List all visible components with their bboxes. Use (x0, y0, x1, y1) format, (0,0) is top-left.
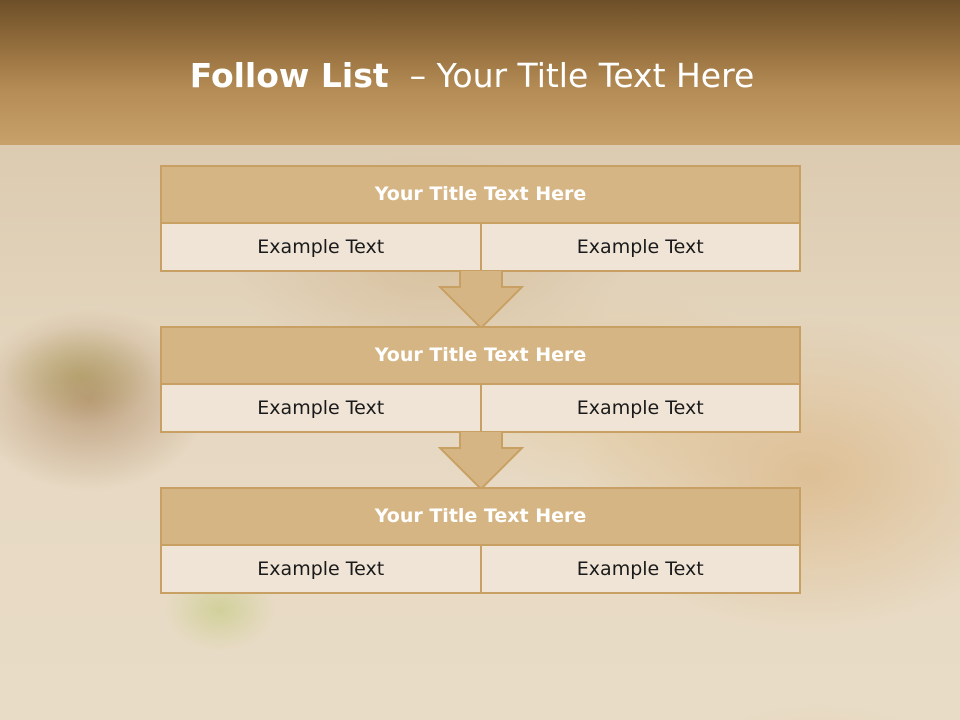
step-cell-left: Example Text (162, 224, 480, 270)
slide-title: Follow List – Your Title Text Here (0, 56, 944, 96)
step-cell-right: Example Text (479, 546, 799, 592)
slide-title-bold: Follow List (189, 56, 389, 95)
step-title: Your Title Text Here (162, 328, 799, 385)
step-title: Your Title Text Here (162, 489, 799, 546)
step-row: Example Text Example Text (162, 224, 799, 270)
step-row: Example Text Example Text (162, 385, 799, 431)
header-band: Follow List – Your Title Text Here (0, 0, 960, 145)
down-arrow-icon (438, 431, 524, 491)
flow-step-2: Your Title Text Here Example Text Exampl… (160, 326, 801, 433)
step-cell-left: Example Text (162, 385, 480, 431)
flow-step-3: Your Title Text Here Example Text Exampl… (160, 487, 801, 594)
slide-title-rest: – Your Title Text Here (409, 56, 755, 95)
step-cell-left: Example Text (162, 546, 480, 592)
step-title: Your Title Text Here (162, 167, 799, 224)
step-row: Example Text Example Text (162, 546, 799, 592)
step-cell-right: Example Text (479, 385, 799, 431)
flow-step-1: Your Title Text Here Example Text Exampl… (160, 165, 801, 272)
down-arrow-icon (438, 270, 524, 330)
step-cell-right: Example Text (479, 224, 799, 270)
